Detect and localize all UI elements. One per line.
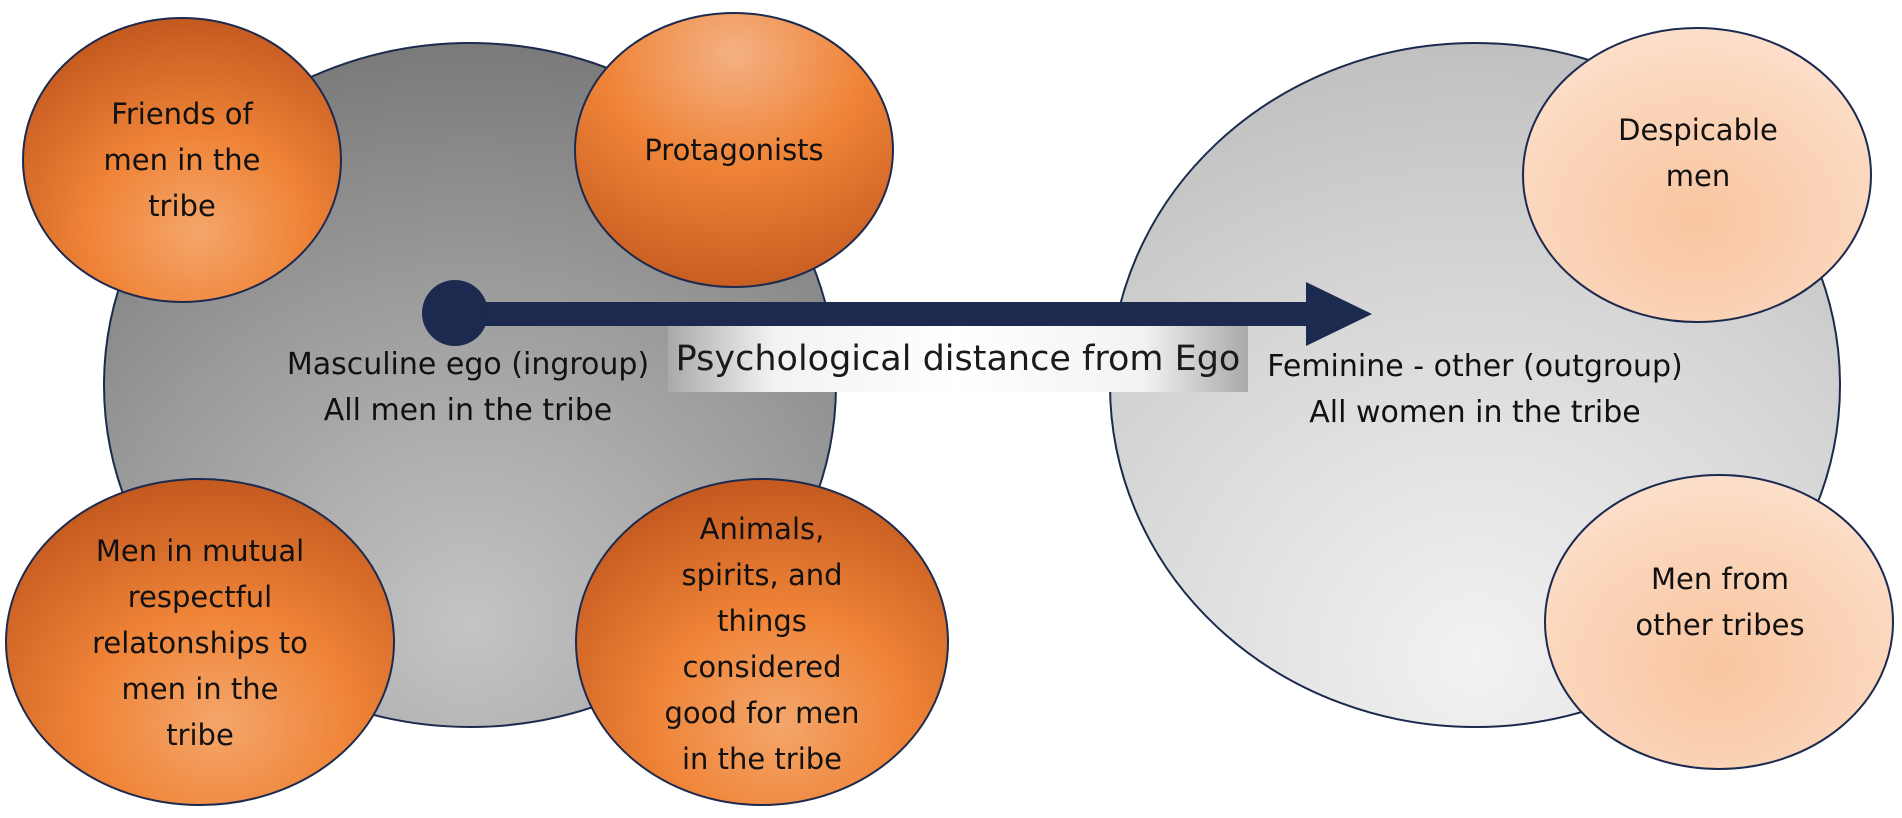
label-line: respectful xyxy=(127,580,273,614)
satellite-other-tribes-label: Men from other tribes xyxy=(1580,554,1860,650)
label-line: in the tribe xyxy=(681,742,843,776)
satellite-friends-label: Friends of men in the tribe xyxy=(52,50,312,270)
ingroup-label-line1: Masculine ego (ingroup) xyxy=(286,347,650,382)
satellite-animals-spirits xyxy=(575,478,949,806)
label-line: things xyxy=(717,604,807,638)
satellite-other-tribes xyxy=(1544,474,1894,770)
label-line: Protagonists xyxy=(644,133,824,167)
satellite-mutual-respect xyxy=(5,478,395,806)
satellite-despicable-men-label: Despicable men xyxy=(1560,105,1836,201)
label-line: Men in mutual xyxy=(95,534,305,568)
label-line: Men from xyxy=(1651,562,1789,596)
label-line: Animals, xyxy=(699,512,825,546)
satellite-friends xyxy=(22,17,342,303)
label-line: men xyxy=(1665,159,1731,193)
label-line: Despicable xyxy=(1618,113,1778,147)
label-line: spirits, and xyxy=(681,558,843,592)
satellite-protagonists xyxy=(574,12,894,288)
satellite-animals-spirits-label: Animals, spirits, and things considered … xyxy=(600,502,924,786)
label-line: tribe xyxy=(148,189,216,223)
label-line: relatonships to xyxy=(92,626,308,660)
label-line: tribe xyxy=(166,718,234,752)
outgroup-label-line2: All women in the tribe xyxy=(1309,395,1641,430)
satellite-mutual-respect-label: Men in mutual respectful relatonships to… xyxy=(20,505,380,781)
label-line: men in the xyxy=(121,672,279,706)
label-line: good for men xyxy=(664,696,860,730)
satellite-despicable-men xyxy=(1522,27,1872,323)
outgroup-label-line1: Feminine - other (outgroup) xyxy=(1267,349,1683,384)
ingroup-label-line2: All men in the tribe xyxy=(323,393,613,428)
label-line: considered xyxy=(682,650,842,684)
outgroup-label: Feminine - other (outgroup) All women in… xyxy=(1240,342,1710,438)
satellite-protagonists-label: Protagonists xyxy=(600,105,868,195)
arrow-label: Psychological distance from Ego xyxy=(668,326,1248,392)
label-line: Friends of xyxy=(111,97,253,131)
ego-dot xyxy=(422,280,488,346)
distance-arrow xyxy=(422,280,1372,346)
label-line: other tribes xyxy=(1635,608,1805,642)
label-line: men in the xyxy=(103,143,261,177)
ingroup-label: Masculine ego (ingroup) All men in the t… xyxy=(248,340,688,436)
